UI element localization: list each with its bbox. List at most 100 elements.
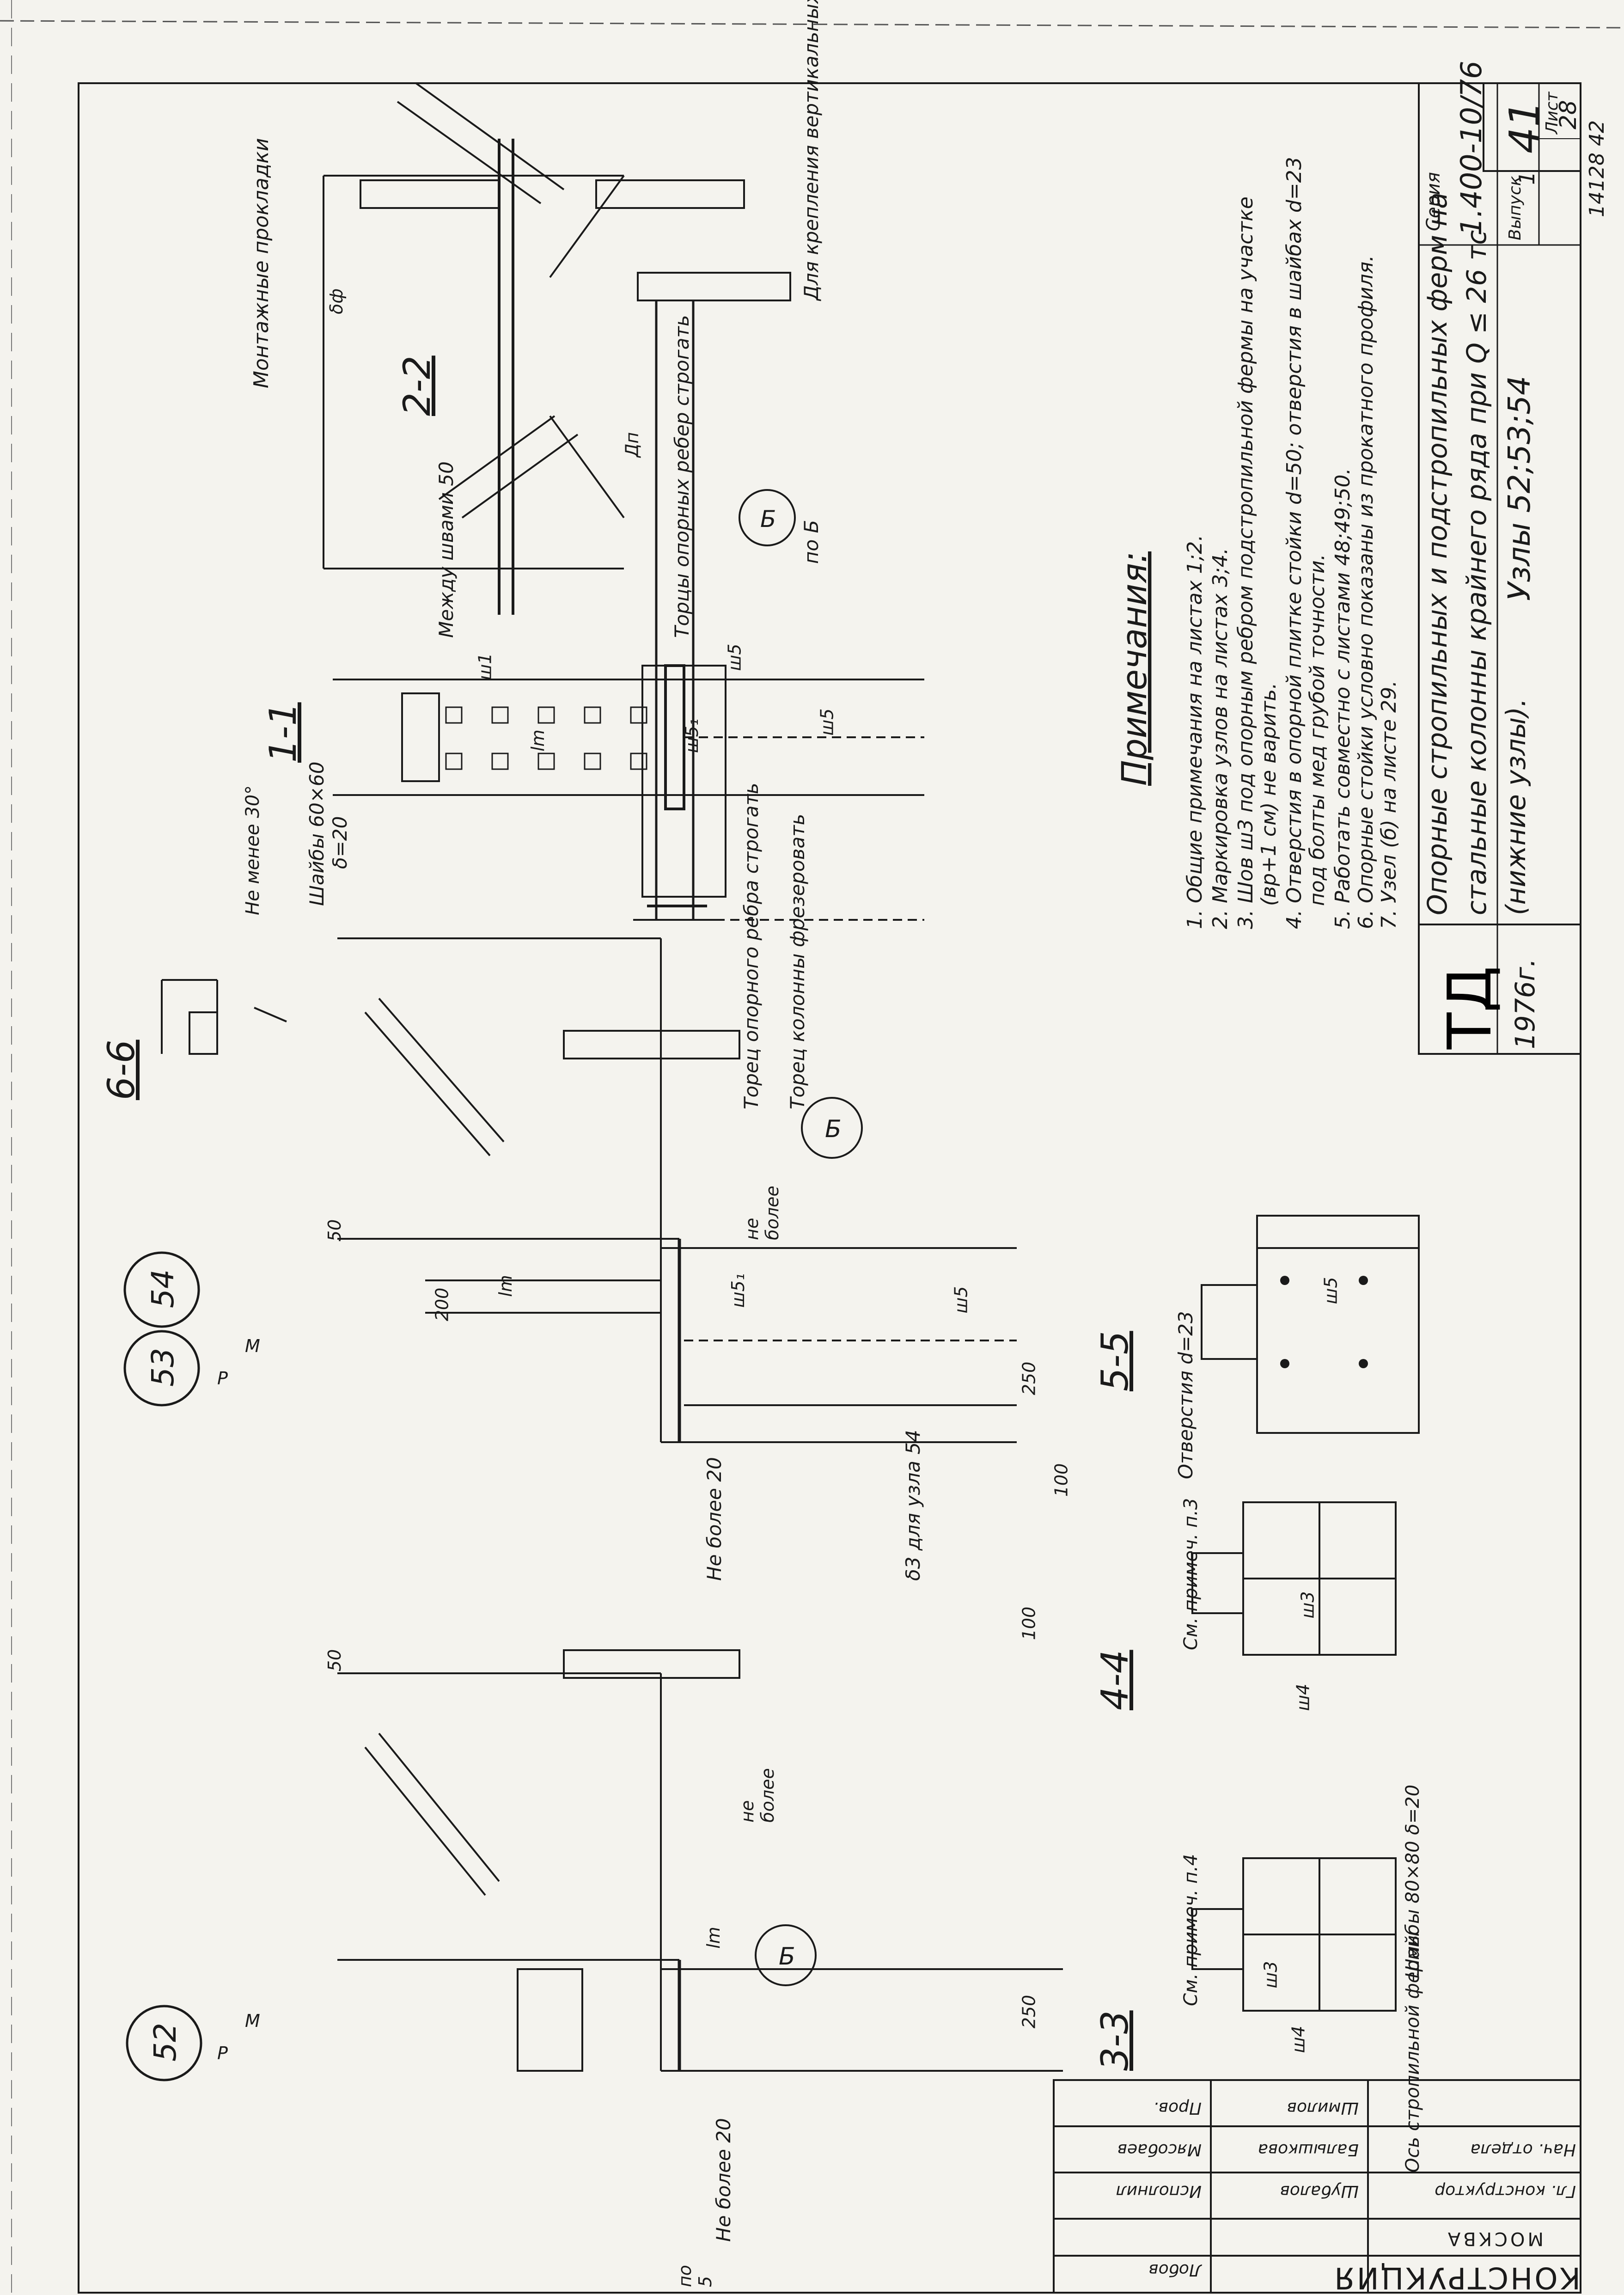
node-53-54-drawing (337, 937, 1017, 1443)
stamp-row-4-role: Исполнил (1116, 2182, 1202, 2201)
dim-50-b: 50 (324, 1219, 345, 1242)
label-sm-primech-4: См. примеч. п.4 (1180, 1854, 1202, 2006)
moment-M-a: M (245, 1336, 260, 1356)
issue-value: 1 (1514, 171, 1539, 185)
section-2-2-label: 2-2 (396, 355, 439, 416)
label-bf: δф (326, 288, 347, 314)
label-po-b: по Б (800, 520, 823, 564)
note-3: 3. Шов ш3 под опорным ребром подстропиль… (1234, 196, 1258, 929)
callout-b-mid (801, 1097, 863, 1159)
section-2-2-drawing (323, 82, 924, 921)
label-po5: по 5 (675, 2264, 716, 2288)
section-1-1-title: 1-1 (262, 702, 305, 763)
stamp-city: МОСКВА (1445, 2228, 1544, 2249)
note-6: 6. Опорные стойки условно показаны из пр… (1354, 255, 1378, 929)
note-5: 5. Работать совместно с листами 48;49;50… (1331, 468, 1355, 929)
callout-b-low-letter: Б (779, 1943, 795, 1971)
label-ne-bolee-a: не более (741, 1186, 782, 1240)
label-between-welds: Между швами 50 (435, 461, 458, 638)
weld-sh5-a: ш5 (724, 643, 745, 671)
series-label: Серия (1423, 172, 1444, 231)
label-os-stropilnoy: Ось стропильной фермы (1402, 1931, 1423, 2173)
page-number-box: 41 (1483, 82, 1581, 172)
label-montazh: Монтажные прокладки (250, 138, 273, 388)
sheet-value: 28 (1555, 100, 1581, 129)
label-ne-bolee-20-low: Не более 20 (712, 2118, 735, 2242)
dim-lm-c: lm (703, 1927, 724, 1949)
dim-100-a: 100 (1051, 1463, 1072, 1497)
node-54-marker (123, 1251, 200, 1328)
section-6-6-drawing (161, 979, 287, 1055)
dim-50-a: 50 (324, 1649, 345, 1672)
stamp-row-4-name: Мясобаев (1117, 2140, 1202, 2159)
stamp-row-2-name: Балышкова (1258, 2140, 1359, 2159)
stamp-row-1-name: Шубалов (1280, 2182, 1359, 2201)
node-52-marker (126, 2005, 202, 2081)
section-5-5-drawing (1201, 1215, 1420, 1434)
dim-250-a: 250 (1019, 1361, 1039, 1395)
weld-sh3-a: ш3 (1260, 1961, 1281, 1989)
node-53-number: 53 (145, 1348, 181, 1387)
label-torets-kolonny: Торец колонны фрезеровать (786, 814, 809, 1109)
label-otverstiya: Отверстия d=23 (1174, 1311, 1197, 1479)
node-54-number: 54 (145, 1269, 181, 1308)
label-for-brace: Для крепления вертикальных связей (800, 0, 823, 301)
bolts-1-1 (445, 706, 647, 770)
weld-sh5-b: ш5 (817, 708, 837, 736)
node-52-number: 52 (147, 2023, 183, 2062)
sheet-label: Лист (1543, 92, 1562, 135)
section-5-5-holes (1280, 1276, 1368, 1368)
callout-b-top-letter: Б (760, 506, 776, 532)
moment-M-b: M (245, 2011, 260, 2031)
label-ne-bolee-20-mid: Не более 20 (703, 1457, 726, 1581)
note-3b: (вр+1 см) не варить. (1257, 683, 1281, 906)
callout-b-mid-letter: Б (825, 1115, 842, 1143)
title-block (1418, 82, 1581, 1055)
weld-sh1: ш1 (475, 653, 495, 680)
force-P-b: P (217, 2043, 228, 2063)
org-mark: ТД (1435, 966, 1505, 1050)
dim-lm-a: lm (527, 729, 548, 752)
note-4b: под болты мед грубой точности. (1306, 554, 1329, 906)
section-5-5-label: 5-5 (1093, 1331, 1136, 1391)
label-torets-rebra: Торец опорного ребра строгать (740, 783, 763, 1109)
weld-sh5-c: ш5 (951, 1286, 971, 1314)
label-sm-primech-3: См. примеч. п.3 (1180, 1498, 1202, 1650)
force-P-a: P (217, 1368, 228, 1389)
callout-b-low (755, 1924, 817, 1986)
weld-sh4-b: ш4 (1293, 1683, 1313, 1711)
series-value: 1.400-10/76 (1454, 61, 1488, 236)
weld-sh5-1-b: ш5₁ (728, 1273, 749, 1308)
dim-200: 200 (432, 1287, 452, 1322)
year-mark: 1976г. (1509, 958, 1541, 1049)
title-nodes: Узлы 52;53;54 (1502, 376, 1537, 601)
weld-sh5-d: ш5 (1320, 1277, 1341, 1304)
label-shayby-80: Шайбы 80×80 δ=20 (1402, 1785, 1423, 1978)
weld-sh3-b: ш3 (1297, 1591, 1318, 1619)
stamp-row-5-role: Пров. (1153, 2099, 1202, 2118)
dim-100-b: 100 (1019, 1606, 1039, 1640)
issue-label: Выпуск (1506, 176, 1525, 240)
node-53-marker (123, 1330, 200, 1407)
section-3-3-label: 3-3 (1093, 2010, 1136, 2071)
stamp-row-3-name: Шмилов (1287, 2099, 1359, 2118)
label-tortsy: Торцы опорных ребер строгать (671, 315, 693, 638)
stamp-row-5-name: Лобов (1148, 2260, 1202, 2279)
node-52-drawing (337, 1649, 1063, 2072)
page-number: 41 (1501, 101, 1549, 154)
title-line-1: Опорные стропильных и подстропильных фер… (1422, 192, 1453, 915)
dim-lm-b: lm (495, 1275, 516, 1297)
stamp-row-2-role: Нач. отдела (1470, 2140, 1576, 2159)
stamp-row-1-role: Гл. конструктор (1435, 2182, 1576, 2201)
section-1-1-drawing (333, 664, 924, 810)
title-line-3: (нижние узлы). (1500, 698, 1532, 915)
section-6-6-label: 6-6 (100, 1040, 143, 1100)
section-4-4-drawing (1191, 1501, 1397, 1656)
section-3-3-drawing (1191, 1857, 1397, 2012)
stamp-org-label: КОНСТРУКЦИЯ (1332, 2260, 1581, 2295)
title-line-2: стальные колонны крайнего ряда при Q ≤ 2… (1461, 230, 1492, 915)
callout-b-top (739, 489, 796, 546)
note-2: 2. Маркировка узлов на листах 3;4. (1209, 548, 1232, 929)
label-dp: Дп (622, 432, 642, 458)
